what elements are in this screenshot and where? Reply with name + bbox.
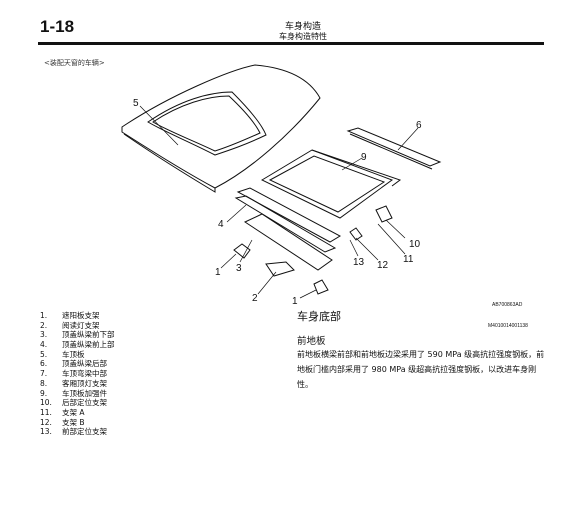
list-item-label: 客厢顶灯支架 — [62, 378, 107, 388]
callout-label: 1 — [292, 296, 298, 305]
section-heading: 车身底部 — [297, 310, 341, 323]
list-item-label: 阅读灯支架 — [62, 320, 100, 330]
list-item: 5. 车顶板 — [40, 350, 115, 360]
list-item-number: 8. — [40, 378, 48, 388]
figure-caption: <装配天窗的车辆> — [44, 59, 105, 67]
callout-labels: 5 6 9 4 10 11 12 13 3 1 2 1 — [133, 98, 422, 305]
list-item: 12. 支架 B — [40, 418, 115, 428]
section-code: M4010014001138 — [488, 323, 528, 329]
roof-front-rails — [234, 187, 342, 271]
list-item: 6. 顶盖纵梁后部 — [40, 359, 115, 369]
list-item-number: 12. — [40, 417, 52, 427]
chapter-title: 车身构造 — [284, 22, 321, 32]
list-item-label: 顶盖纵梁前下部 — [62, 330, 115, 340]
list-item-number: 1. — [40, 311, 48, 320]
header-rule — [38, 42, 544, 45]
list-item: 2. 阅读灯支架 — [40, 321, 115, 331]
list-item-label: 支架 B — [62, 417, 85, 427]
small-brackets — [233, 205, 393, 295]
list-item-number: 4. — [40, 340, 48, 350]
list-item-number: 11. — [40, 407, 52, 417]
roof-panel — [121, 64, 321, 193]
list-item: 8. 客厢顶灯支架 — [40, 379, 115, 389]
page-number: 1-18 — [40, 17, 75, 36]
list-item-label: 前部定位支架 — [62, 427, 107, 437]
parts-list: 1. 遮阳板支架 2. 阅读灯支架 3. 顶盖纵梁前下部 4. 顶盖纵梁前上部 5. 车顶… — [40, 311, 115, 437]
list-item-label: 支架 A — [62, 407, 85, 417]
callout-label: 3 — [236, 263, 242, 274]
list-item-number: 10. — [40, 398, 52, 408]
list-item: 9. 车顶板加强件 — [40, 389, 115, 399]
list-item-number: 7. — [40, 369, 48, 379]
list-item-label: 顶盖纵梁后部 — [62, 359, 107, 369]
roof-exploded-diagram: 5 6 9 4 10 11 12 13 3 1 2 1 — [121, 64, 442, 305]
callout-label: 6 — [416, 120, 422, 131]
body-paragraph: 前地板横梁前部和前地板边梁采用了 590 MPa 级高抗拉强度钢板，前地板门槛内… — [297, 350, 545, 389]
callout-label: 5 — [133, 98, 139, 109]
list-item: 3. 顶盖纵梁前下部 — [40, 330, 115, 340]
list-item-number: 5. — [40, 349, 48, 359]
list-item-label: 车顶弯梁中部 — [62, 369, 107, 379]
list-item: 13. 前部定位支架 — [40, 427, 115, 437]
list-item-label: 遮阳板支架 — [62, 311, 100, 320]
roof-rear-rail — [346, 127, 442, 170]
list-item: 1. 遮阳板支架 — [40, 311, 115, 321]
list-item-label: 车顶板加强件 — [62, 388, 107, 398]
callout-label: 4 — [218, 219, 224, 230]
section-title: 车身构造特性 — [279, 32, 327, 41]
list-item: 7. 车顶弯梁中部 — [40, 369, 115, 379]
list-item-number: 9. — [40, 388, 48, 398]
figure-code: AB700863AD — [492, 302, 523, 308]
callout-label: 12 — [377, 260, 389, 271]
list-item: 10. 后部定位支架 — [40, 398, 115, 408]
list-item-number: 2. — [40, 320, 48, 330]
callout-label: 13 — [353, 257, 365, 268]
callout-label: 11 — [403, 254, 414, 265]
callout-label: 1 — [215, 267, 221, 278]
list-item-label: 后部定位支架 — [62, 398, 107, 408]
list-item: 11. 支架 A — [40, 408, 115, 418]
list-item-number: 3. — [40, 330, 48, 340]
subsection-heading: 前地板 — [297, 336, 326, 347]
list-item-label: 车顶板 — [62, 349, 85, 359]
callout-label: 9 — [361, 152, 367, 163]
leader-lines — [139, 105, 419, 299]
roof-reinforcement — [260, 149, 402, 219]
list-item-label: 顶盖纵梁前上部 — [62, 340, 115, 350]
list-item-number: 13. — [40, 427, 52, 437]
list-item: 4. 顶盖纵梁前上部 — [40, 340, 115, 350]
list-item-number: 6. — [40, 359, 48, 369]
callout-label: 2 — [252, 293, 258, 304]
callout-label: 10 — [409, 239, 421, 250]
